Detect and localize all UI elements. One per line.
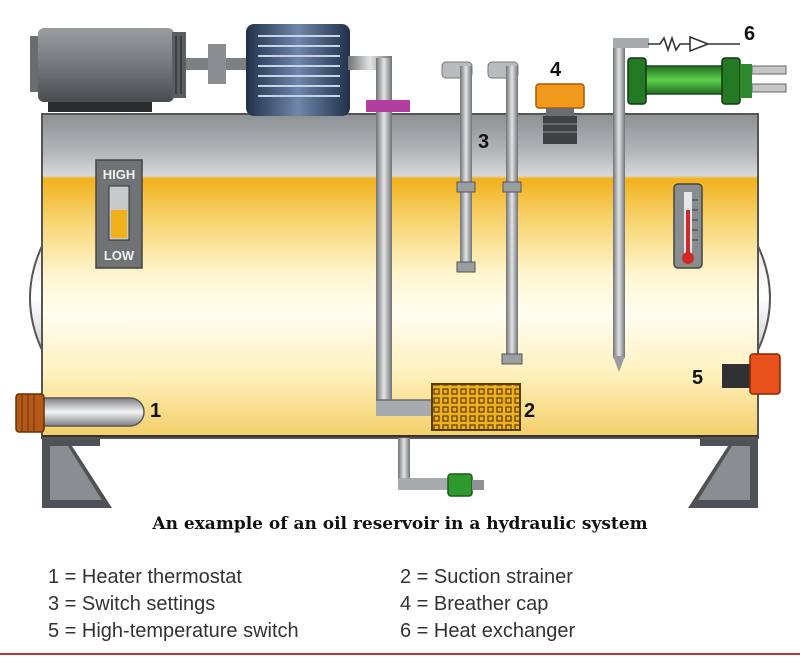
- legend: 1 = Heater thermostat 2 = Suction strain…: [48, 565, 750, 643]
- legend-item-1: 1 = Heater thermostat: [48, 566, 242, 588]
- return-line-long: [487, 61, 523, 365]
- exchanger-feed-pipe: [613, 35, 740, 372]
- gauge-low-label: LOW: [104, 248, 135, 263]
- callout-3: 3: [478, 131, 489, 153]
- breather-cap: [535, 83, 585, 144]
- electric-motor: [30, 28, 248, 112]
- return-line-short: [441, 61, 476, 273]
- heat-exchanger: [627, 57, 787, 105]
- bottom-divider: [0, 653, 800, 655]
- legend-item-2: 2 = Suction strainer: [400, 566, 573, 588]
- callout-2: 2: [524, 400, 535, 422]
- legend-item-3: 3 = Switch settings: [48, 593, 216, 615]
- suction-line: [348, 56, 438, 416]
- callout-1: 1: [150, 400, 161, 422]
- drain-valve: [398, 438, 484, 497]
- tank-left-end: [29, 245, 43, 351]
- callout-4: 4: [550, 59, 562, 81]
- callout-5: 5: [692, 367, 703, 389]
- suction-strainer: [431, 383, 521, 431]
- callout-6: 6: [744, 23, 755, 45]
- heater-thermostat: [15, 393, 145, 433]
- legend-item-4: 4 = Breather cap: [400, 593, 549, 615]
- thermometer: [673, 183, 703, 269]
- legend-item-6: 6 = Heat exchanger: [400, 620, 576, 642]
- tank-legs: [42, 436, 758, 508]
- reservoir-tank: [41, 113, 759, 439]
- oil-reservoir-diagram: HIGH LOW: [15, 23, 787, 508]
- figure-caption: An example of an oil reservoir in a hydr…: [152, 514, 648, 534]
- level-gauge: HIGH LOW: [95, 159, 143, 269]
- gauge-high-label: HIGH: [103, 167, 136, 182]
- legend-item-5: 5 = High-temperature switch: [48, 620, 299, 642]
- tank-right-end: [757, 245, 771, 351]
- hydraulic-pump: [246, 24, 350, 116]
- high-temperature-switch: [722, 353, 781, 395]
